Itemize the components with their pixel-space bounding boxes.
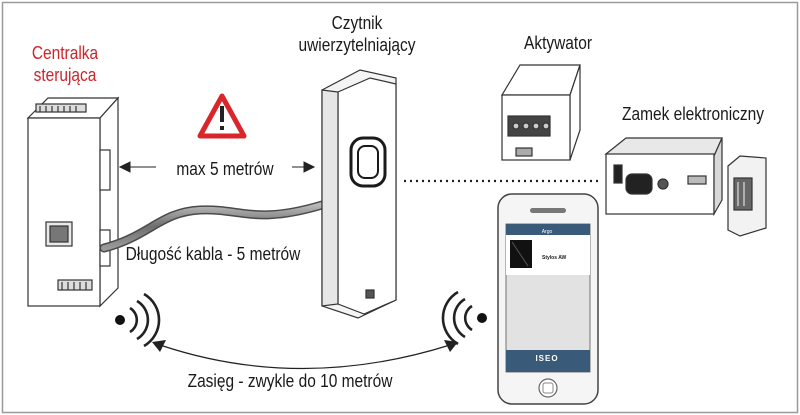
app-brand-logo: ISEO: [535, 354, 559, 363]
reader-device: [321, 69, 397, 319]
cable-length-label: Długość kabla - 5 metrów: [125, 244, 301, 264]
reader-label-line2: uwierzytelniający: [298, 35, 416, 55]
max-distance-label: max 5 metrów: [176, 159, 274, 179]
wireless-signal-right-icon: [441, 290, 487, 346]
range-arrow: [159, 344, 451, 370]
distance-arrow: [118, 161, 316, 173]
control-unit-label-line1: Centralka: [31, 43, 99, 63]
range-arrowhead-left: [152, 340, 166, 352]
actuator-label: Aktywator: [524, 33, 592, 53]
electronic-lock-label: Zamek elektroniczny: [622, 104, 764, 124]
app-device-name: Stylos AW: [542, 255, 567, 261]
cable: [101, 202, 325, 251]
control-unit-label: Centralka sterująca: [18, 42, 113, 86]
smartphone-device: [497, 193, 599, 405]
wireless-signal-left-icon: [115, 292, 161, 348]
app-title: Argo: [541, 229, 553, 235]
warning-icon: [197, 93, 247, 139]
range-label: Zasięg - zwykle do 10 metrów: [187, 371, 393, 391]
electronic-lock-device: [604, 137, 767, 237]
control-unit-device: [26, 96, 120, 308]
reader-label: Czytnik uwierzytelniający: [275, 12, 438, 56]
control-unit-label-line2: sterująca: [33, 65, 97, 85]
actuator-device: [500, 64, 581, 161]
reader-label-line1: Czytnik: [331, 13, 383, 33]
